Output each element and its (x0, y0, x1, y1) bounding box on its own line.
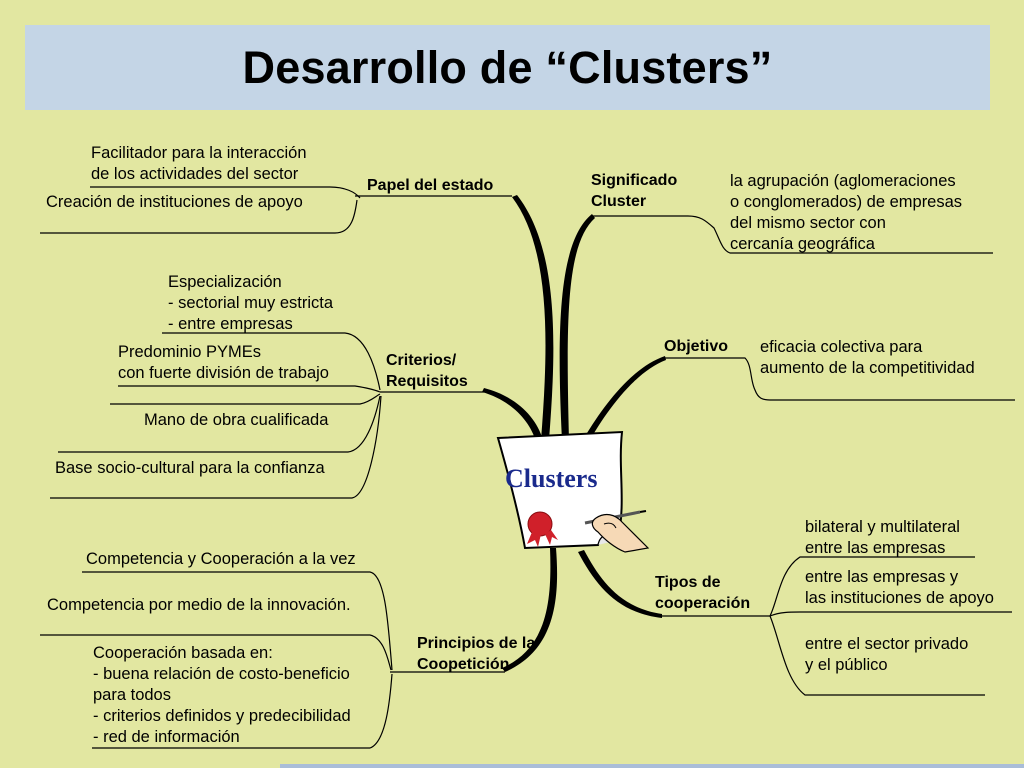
trunk-tipos (578, 550, 662, 618)
text-line: - sectorial muy estricta (168, 294, 334, 312)
text-line: Tipos de (655, 574, 721, 591)
text-line: cooperación (655, 595, 751, 612)
trunk-criterios (482, 388, 543, 442)
branch-label-tipos: Tipos de cooperación (655, 572, 750, 614)
principios-item-cooperacion-basada: Cooperación basada en: - buena relación … (93, 643, 351, 748)
text-line: - criterios definidos y predecibilidad (93, 707, 351, 725)
hand-writing-pen-icon (584, 510, 650, 553)
page-title: Desarrollo de “Clusters” (242, 41, 773, 93)
text-line: bilateral y multilateral (805, 518, 960, 536)
center-node-label: Clusters (505, 464, 598, 493)
criterios-item-base-socio-cultural: Base socio-cultural para la confianza (55, 459, 325, 477)
tipos-item-bilateral: bilateral y multilateral entre las empre… (805, 517, 960, 559)
text-line: las instituciones de apoyo (805, 589, 994, 607)
red-seal-icon (527, 511, 558, 547)
text-line: Facilitador para la interacción (91, 144, 307, 162)
criterios-item-mano-de-obra: Mano de obra cualificada (144, 411, 329, 429)
text-line: eficacia colectiva para (760, 338, 923, 356)
branch-label-papel-del-estado: Papel del estado (367, 177, 494, 194)
tipos-item-instituciones: entre las empresas y las instituciones d… (805, 567, 994, 609)
title-bar: Desarrollo de “Clusters” (25, 25, 990, 110)
text-line: - buena relación de costo-beneficio (93, 665, 350, 683)
branch-label-objetivo: Objetivo (664, 338, 729, 355)
trunk-principios (502, 548, 558, 672)
text-line: - red de información (93, 728, 240, 746)
tipos-item-sector-privado: entre el sector privado y el público (805, 634, 968, 676)
text-line: aumento de la competitividad (760, 359, 975, 377)
principios-item-competencia-innovacion: Competencia por medio de la innovación. (47, 596, 351, 614)
text-line: Significado (591, 172, 678, 189)
papel-item-creacion: Creación de instituciones de apoyo (46, 193, 303, 211)
text-line: o conglomerados) de empresas (730, 193, 963, 211)
branch-label-significado: Significado Cluster (591, 170, 677, 212)
text-line: entre las empresas (805, 539, 946, 557)
branch-label-criterios: Criterios/ Requisitos (386, 350, 468, 392)
text-line: Principios de la (417, 635, 536, 652)
text-line: entre el sector privado (805, 635, 969, 653)
criterios-item-especializacion: Especialización - sectorial muy estricta… (168, 272, 333, 335)
principios-item-competencia-cooperacion: Competencia y Cooperación a la vez (86, 550, 356, 568)
text-line: Coopetición (417, 656, 510, 673)
text-line: entre las empresas y (805, 568, 959, 586)
text-line: con fuerte división de trabajo (118, 364, 329, 382)
text-line: y el público (805, 656, 888, 674)
text-line: Requisitos (386, 373, 468, 390)
text-line: Cooperación basada en: (93, 644, 273, 662)
text-line: Especialización (168, 273, 282, 291)
text-line: la agrupación (aglomeraciones (730, 172, 956, 190)
text-line: para todos (93, 686, 171, 704)
branch-lines (40, 186, 1015, 749)
papel-item-facilitador: Facilitador para la interacción de los a… (91, 143, 307, 185)
criterios-item-pymes: Predominio PYMEs con fuerte división de … (118, 342, 329, 384)
text-line: Cluster (591, 193, 647, 210)
text-line: - entre empresas (168, 315, 293, 333)
text-line: del mismo sector con (730, 214, 886, 232)
text-line: Predominio PYMEs (118, 343, 262, 361)
text-line: cercanía geográfica (730, 235, 875, 253)
trunk-papel (512, 195, 554, 440)
slide-bottom-strip (280, 764, 1024, 768)
text-line: de los actividades del sector (91, 165, 299, 183)
trunk-significado (559, 214, 595, 440)
text-line: Criterios/ (386, 352, 457, 369)
branch-label-principios: Principios de la Coopetición (417, 633, 535, 675)
objetivo-item-eficacia: eficacia colectiva para aumento de la co… (760, 337, 975, 379)
significado-item-definicion: la agrupación (aglomeraciones o conglome… (730, 171, 962, 255)
